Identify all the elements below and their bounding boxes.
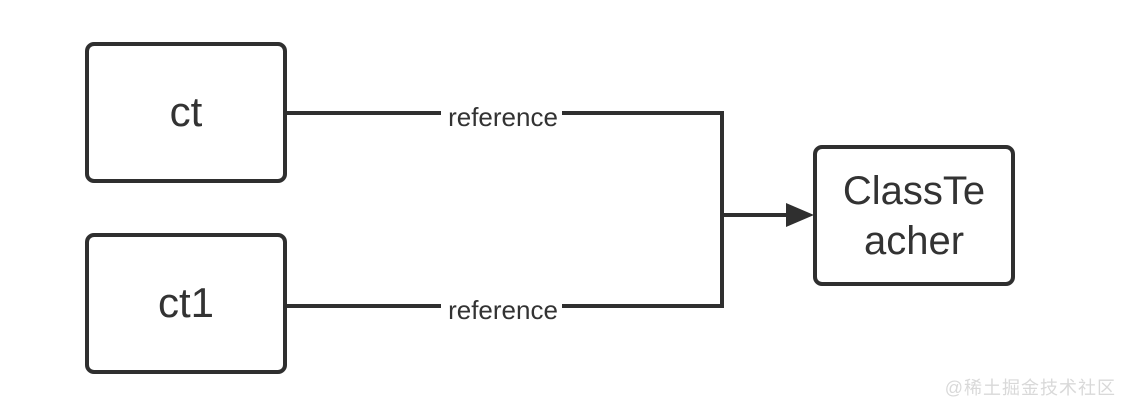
- edge-ct1-line-left: [287, 304, 445, 308]
- node-classteacher-label-line2: acher: [863, 218, 965, 263]
- node-classteacher: ClassTe acher: [813, 145, 1015, 286]
- arrowhead-icon: [786, 203, 814, 227]
- node-ct-label: ct: [169, 88, 203, 136]
- edge-ct-line-left: [287, 111, 445, 115]
- node-ct: ct: [85, 42, 287, 183]
- watermark: @稀土掘金技术社区: [944, 378, 1116, 398]
- edge-ct1-label: reference: [441, 295, 565, 325]
- node-ct1: ct1: [85, 233, 287, 374]
- edge-ct-label: reference: [441, 102, 565, 132]
- edge-arrow-shaft: [720, 213, 788, 217]
- edge-ct1-line-right: [562, 304, 724, 308]
- edge-ct-line-right: [562, 111, 724, 115]
- node-ct1-label: ct1: [157, 279, 215, 327]
- edge-merge-vertical-line: [720, 111, 724, 308]
- node-classteacher-label-line1: ClassTe: [842, 168, 986, 213]
